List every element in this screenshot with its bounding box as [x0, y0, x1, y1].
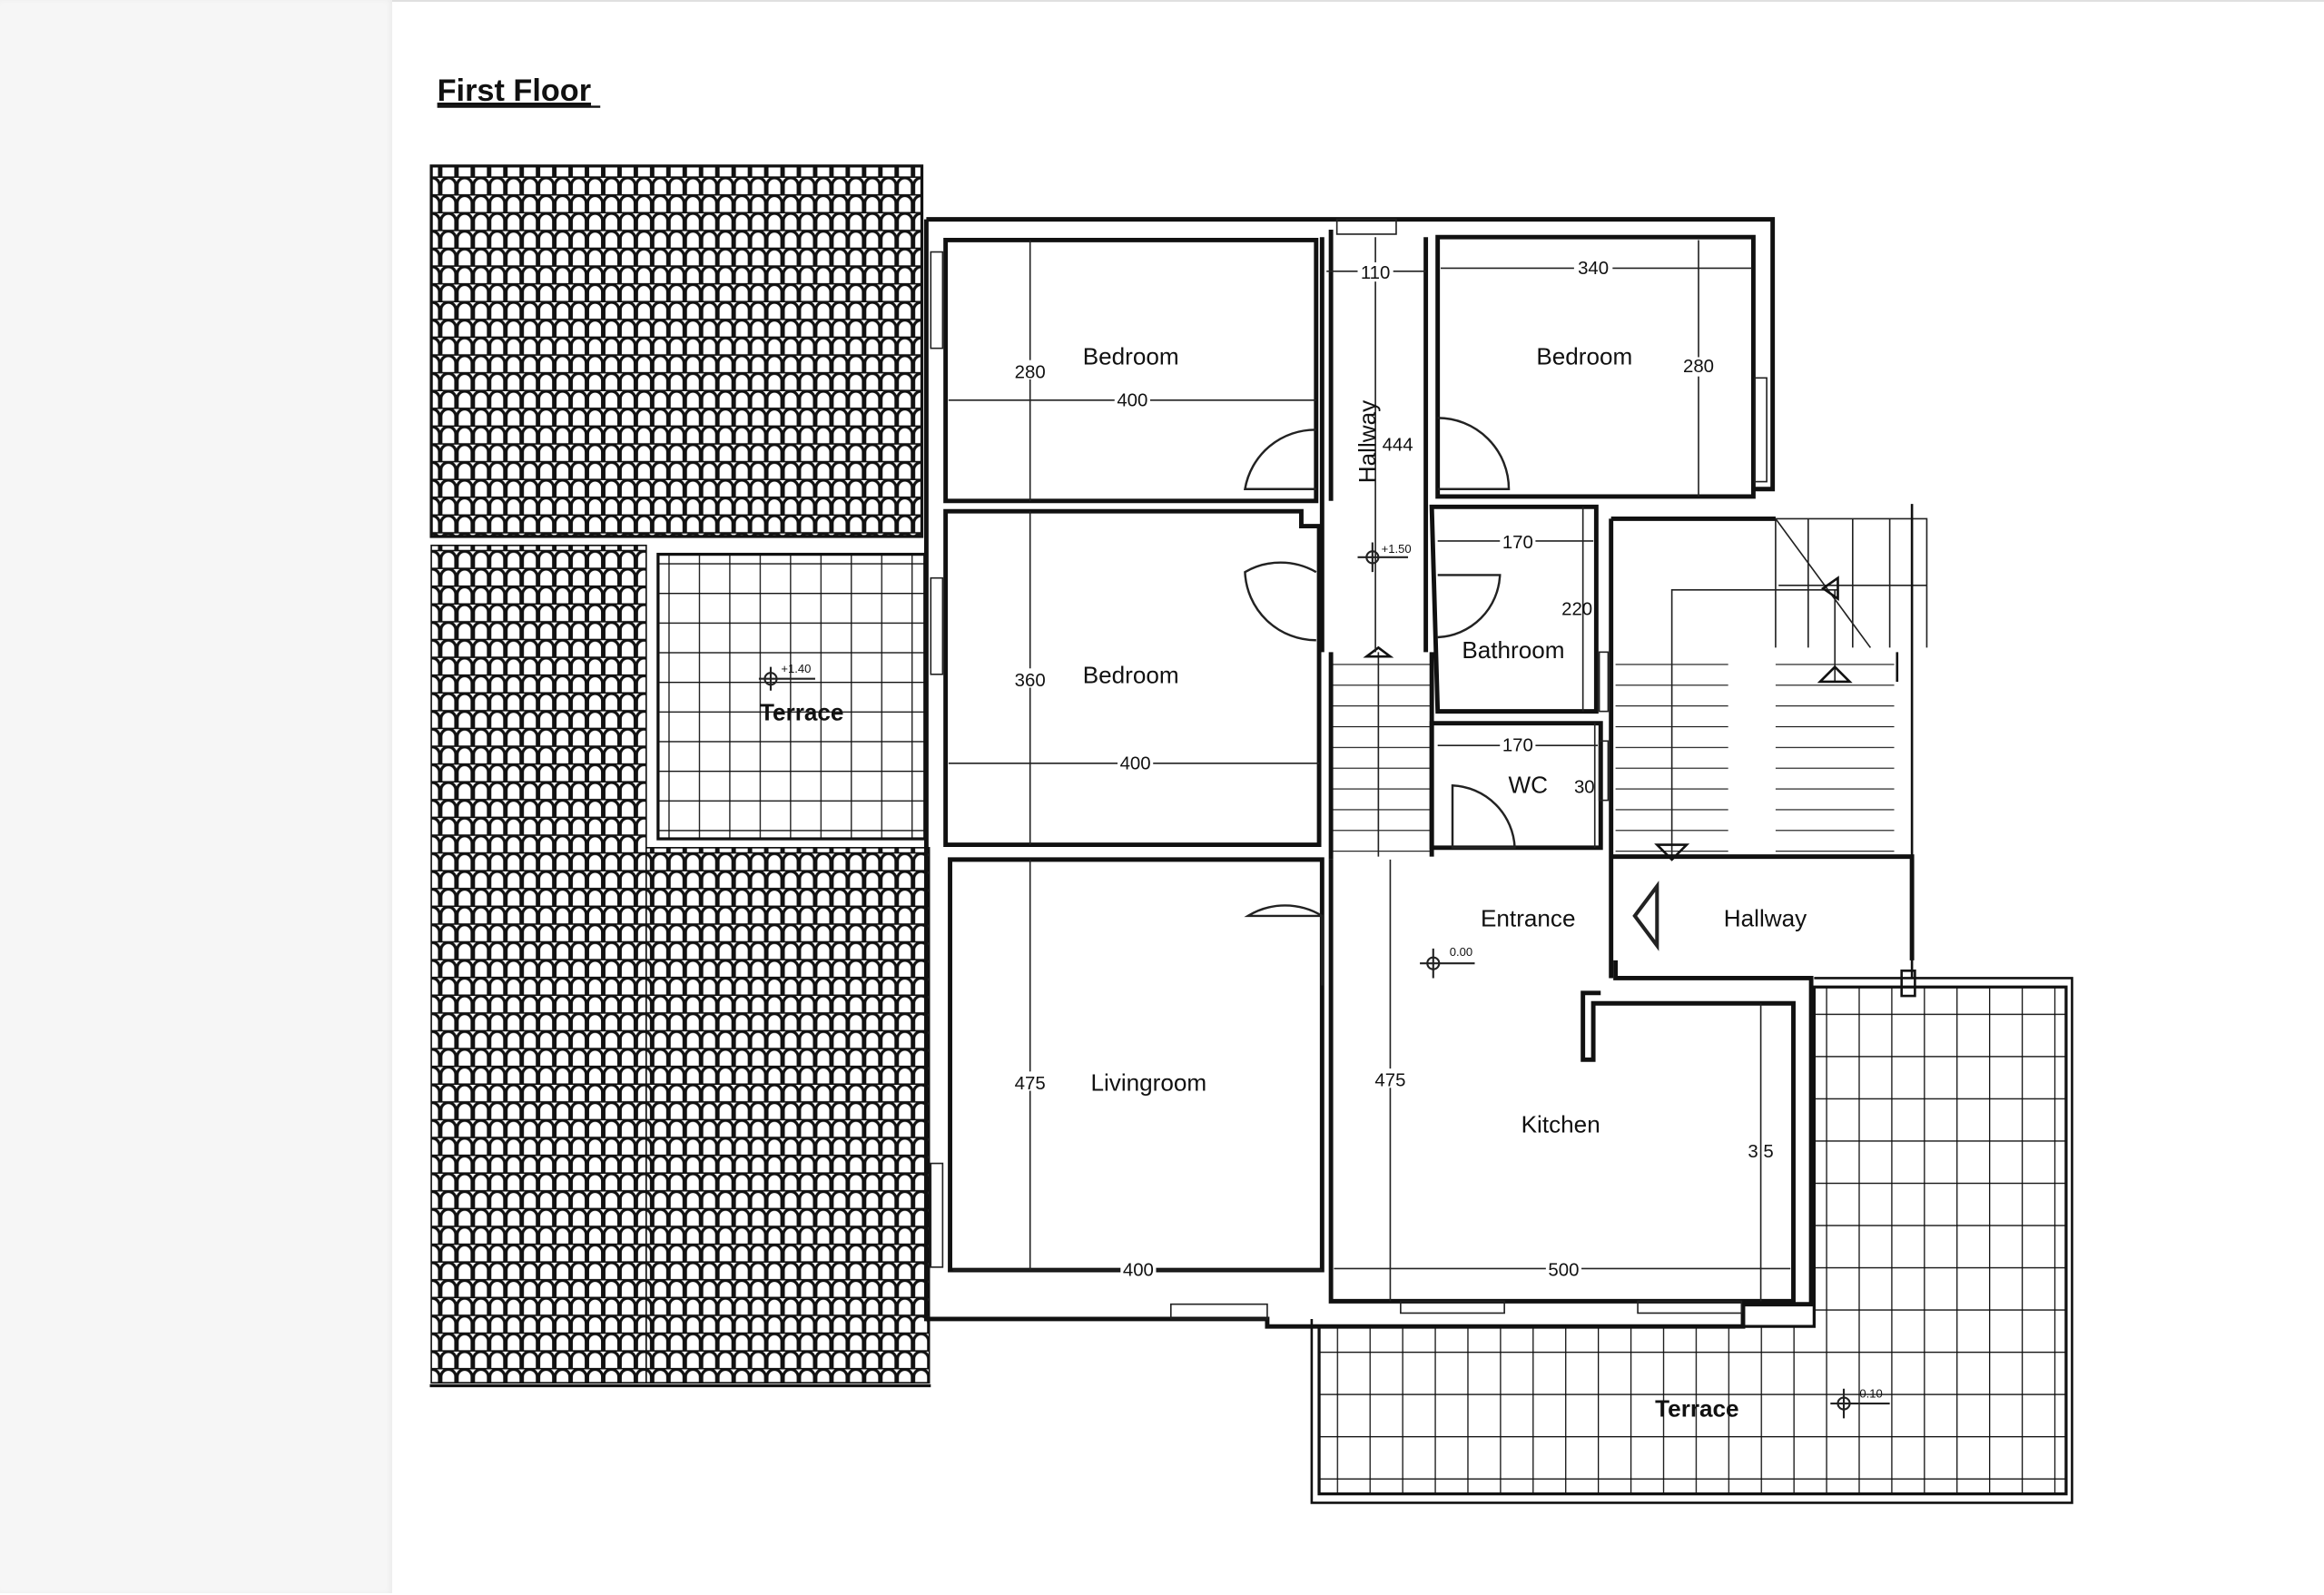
stair-arrows	[1377, 517, 1872, 857]
page-title: First Floor	[438, 74, 591, 108]
level-marker-icons	[758, 542, 1890, 1419]
dim-bedroom-tl-height: 280	[1015, 362, 1046, 382]
room-label-terrace-bottom: Terrace	[1655, 1395, 1738, 1423]
viewer-sidebar	[0, 0, 392, 1593]
room-label-entrance: Entrance	[1481, 904, 1576, 931]
dim-bedroom-tr-height: 280	[1683, 357, 1714, 377]
terrace-bottom-floor	[1317, 985, 2068, 1496]
terrace-left-floor	[656, 552, 927, 841]
dim-hallway-width: 110	[1361, 263, 1391, 283]
room-label-bedroom-top-right: Bedroom	[1536, 343, 1632, 370]
dim-bedroom-tr-width: 340	[1578, 259, 1609, 279]
terrace-bottom-railing	[1310, 977, 2073, 1504]
dim-bathroom-height: 220	[1561, 600, 1592, 620]
room-label-bedroom-middle: Bedroom	[1083, 662, 1179, 689]
room-label-bathroom: Bathroom	[1462, 636, 1564, 664]
dim-bedroom-tl-width: 400	[1117, 390, 1147, 410]
dim-bedroom-mid-width: 400	[1120, 753, 1151, 773]
room-label-terrace-left: Terrace	[760, 698, 843, 725]
roof-tiles	[429, 164, 931, 1388]
dim-wc-width: 170	[1502, 736, 1533, 756]
dim-hallway-length: 444	[1383, 435, 1413, 455]
room-label-livingroom: Livingroom	[1090, 1069, 1206, 1097]
room-label-wc: WC	[1509, 771, 1549, 798]
level-terrace-left: +1.40	[781, 662, 811, 675]
dim-bedroom-mid-height: 360	[1015, 671, 1046, 691]
dimension-label-backgrounds	[1012, 258, 1717, 1279]
stairs-left	[1329, 652, 1433, 857]
dim-wc-height: 30	[1574, 777, 1595, 797]
dim-kitchen-width: 500	[1548, 1261, 1579, 1281]
dim-entrance-height: 475	[1374, 1071, 1405, 1091]
room-label-kitchen: Kitchen	[1521, 1110, 1600, 1137]
stair-landing	[1775, 517, 1928, 648]
dim-bathroom-width: 170	[1502, 533, 1533, 553]
dim-kitchen-height: 3 5	[1748, 1142, 1773, 1162]
room-label-bedroom-top-left: Bedroom	[1083, 343, 1179, 370]
room-label-hallway-vertical: Hallway	[1354, 400, 1381, 483]
stair-arrow-heads	[1363, 576, 1853, 861]
windows	[930, 218, 1768, 1320]
level-entrance: 0.00	[1450, 945, 1472, 959]
dim-living-height: 475	[1015, 1074, 1046, 1094]
dim-living-width: 400	[1123, 1261, 1154, 1281]
room-label-hallway-right: Hallway	[1724, 904, 1807, 931]
doors	[1243, 417, 1659, 986]
level-hallway: +1.50	[1382, 542, 1412, 556]
level-terrace-bottom: -0.10	[1856, 1387, 1883, 1401]
